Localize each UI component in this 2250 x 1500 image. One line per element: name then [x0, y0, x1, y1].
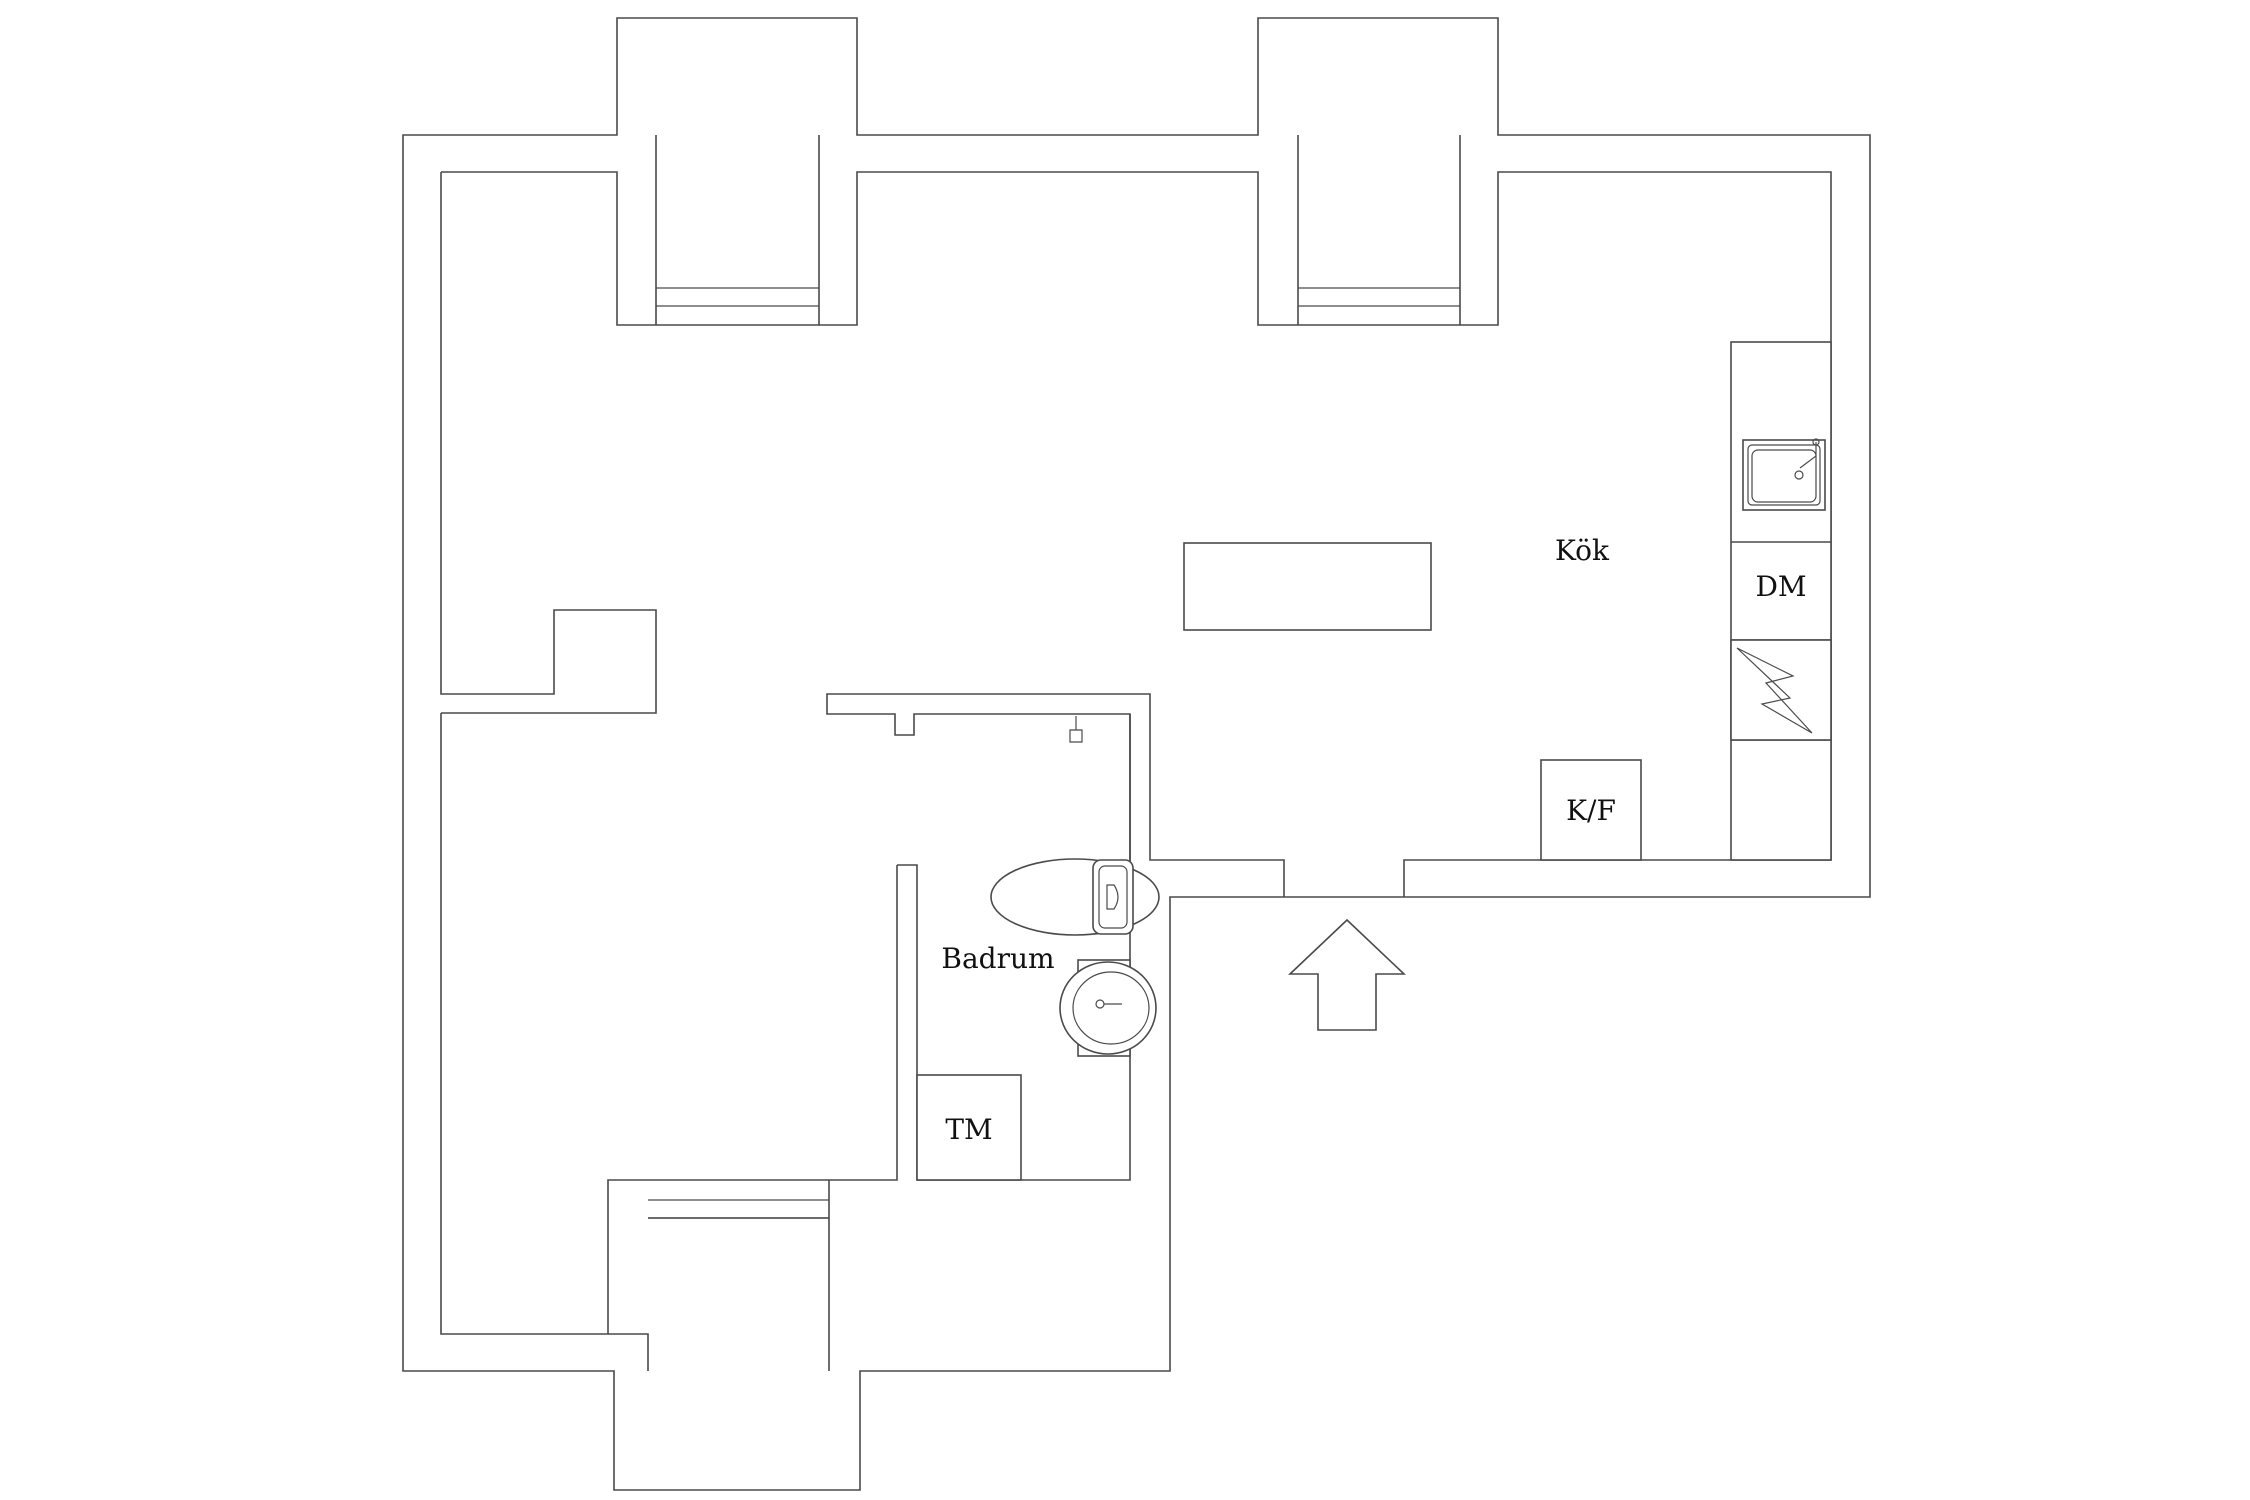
washbasin-icon	[1059, 959, 1157, 1057]
living-room-top-wall	[441, 171, 656, 326]
fridge-freezer-label: K/F	[1566, 794, 1616, 827]
stove-icon	[1730, 639, 1832, 741]
bathroom-label: Badrum	[941, 942, 1054, 975]
kitchen-walls	[1403, 171, 1832, 897]
washing-machine-label: TM	[945, 1113, 992, 1146]
entrance-arrow-icon	[1287, 918, 1407, 1031]
toilet-icon	[990, 858, 1160, 936]
kitchen-island	[1183, 542, 1432, 631]
kitchen-counter	[1730, 341, 1832, 861]
washing-machine: TM	[916, 1074, 1022, 1181]
dishwasher: DM	[1755, 570, 1806, 603]
fridge-freezer: K/F	[1540, 759, 1642, 861]
top-middle-wall	[819, 171, 1298, 326]
living-room-walls	[440, 172, 657, 714]
window-bottom-bay	[608, 1199, 830, 1371]
wall-tap-icon	[1069, 716, 1083, 743]
outer-walls	[402, 17, 1871, 1491]
kitchen-sink-icon	[1742, 438, 1826, 511]
dishwasher-label: DM	[1755, 570, 1806, 603]
entrance-wall	[826, 693, 1285, 897]
kitchen-label: Kök	[1555, 534, 1610, 567]
